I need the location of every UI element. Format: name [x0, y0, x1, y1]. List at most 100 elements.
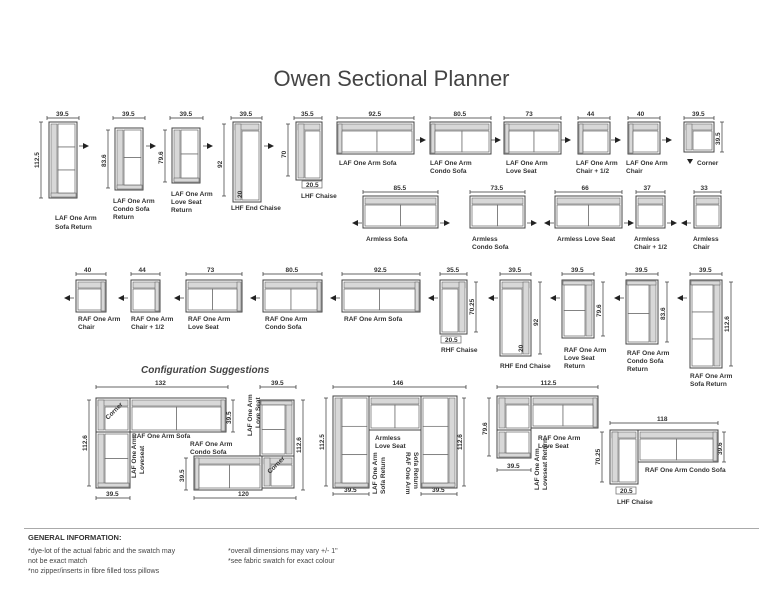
dimension-label: 146: [393, 380, 404, 387]
dim-box: [301, 180, 323, 189]
sofa-cushion: [422, 425, 449, 456]
sofa-arm: [220, 399, 226, 432]
label: Chair: [693, 244, 710, 251]
general-note: not be exact match: [28, 558, 88, 565]
sofa-back: [334, 397, 342, 487]
label: LAF One Arm: [247, 394, 254, 436]
arrow-left-icon: [250, 295, 256, 301]
arrow-right-icon: [495, 137, 501, 143]
label: RAF One Arm Sofa: [132, 433, 191, 440]
dimension-label: 39.5: [240, 111, 253, 118]
label: LAF One Arm: [171, 191, 213, 198]
sofa-cushion: [394, 404, 420, 429]
sofa-arm: [690, 280, 721, 286]
dimension-label: 79.6: [596, 304, 603, 317]
sofa-cushion: [695, 204, 720, 227]
arrow-right-icon: [565, 137, 571, 143]
sofa-cushion: [434, 130, 463, 153]
arrow-left-icon: [614, 295, 620, 301]
label: RAF One Arm Sofa: [344, 316, 403, 323]
dimension-label: 70.25: [595, 448, 602, 465]
sofa-arm: [173, 177, 200, 183]
dimension-label: 39.5: [571, 267, 584, 274]
chaise-back: [458, 281, 466, 333]
chaise-seat: [441, 288, 459, 333]
sofa-cushion: [341, 425, 368, 456]
dimension-label: 120: [238, 491, 249, 498]
label: RAF One Arm: [188, 316, 231, 323]
chaise-seat: [501, 288, 523, 355]
sofa-cushion: [562, 404, 594, 427]
sofa-arm: [316, 281, 322, 312]
arrow-right-icon: [531, 220, 537, 226]
sofa-arm: [236, 281, 242, 312]
dimension-label: 112.6: [296, 437, 303, 453]
sofa-cushion: [261, 404, 286, 430]
sofa-back: [187, 281, 241, 289]
arrow-left-icon: [64, 295, 70, 301]
label: Armless: [375, 435, 401, 442]
label: Love Seat: [171, 199, 203, 206]
dimension-label: 66: [582, 185, 590, 192]
dimension-label: 73: [207, 267, 215, 274]
sofa-cushion: [461, 130, 490, 153]
sofa-cushion: [187, 288, 213, 311]
sofa-cushion: [264, 288, 292, 311]
arrow-right-icon: [150, 143, 156, 149]
sofa-cushion: [123, 157, 142, 186]
label: LHF Chaise: [301, 193, 337, 200]
sofa-cushion: [57, 146, 76, 171]
dimension-label: 73.5: [491, 185, 504, 192]
label: Return: [171, 207, 192, 214]
label: LHF End Chaise: [231, 205, 281, 212]
dimension-label: 70: [281, 150, 288, 158]
arrow-down-icon: [687, 159, 693, 164]
sofa-back: [132, 281, 159, 289]
corner-seat: [692, 130, 713, 151]
sofa-back: [338, 123, 413, 131]
sofa-cushion: [180, 129, 199, 155]
sofa-cushion: [261, 429, 286, 455]
sofa-cushion: [588, 204, 621, 227]
label: Loveseat Return: [542, 439, 549, 490]
sofa-cushion: [229, 464, 261, 489]
dimension-label: 39.5: [432, 487, 445, 494]
arrow-right-icon: [615, 137, 621, 143]
sofa-arm: [414, 281, 420, 312]
corner-back: [685, 123, 693, 151]
dimension-label: 44: [587, 111, 595, 118]
sofa-back: [97, 433, 105, 487]
label: Return: [627, 366, 648, 373]
arrow-left-icon: [428, 295, 434, 301]
arrow-right-icon: [420, 137, 426, 143]
divider: [24, 528, 759, 529]
sofa-cushion: [57, 123, 76, 148]
sofa-arm: [628, 123, 634, 154]
sofa-cushion: [341, 454, 368, 484]
dimension-label: 39.5: [179, 469, 186, 482]
sofa-back: [285, 401, 293, 455]
dimension-label: 70.25: [469, 298, 476, 315]
label: Condo Sofa: [430, 168, 467, 175]
sofa-back: [713, 281, 721, 367]
label: Love Seat: [506, 168, 538, 175]
dimension-label: 92.5: [369, 111, 382, 118]
label: Sofa Return: [380, 457, 387, 494]
chaise-back: [234, 123, 242, 201]
dimension-label: 39.5: [699, 267, 712, 274]
sofa-back: [579, 123, 609, 131]
label: Armless Love Seat: [557, 236, 616, 243]
dimension-label: 39.5: [180, 111, 193, 118]
dimension-label: 83.6: [660, 307, 667, 320]
general-note: *overall dimensions may vary +/- 1": [228, 548, 338, 555]
dimension-label: 39.5: [122, 111, 135, 118]
label: Love Seat: [188, 324, 220, 331]
sofa-cushion: [471, 204, 498, 227]
arrow-left-icon: [544, 220, 550, 226]
sofa-cushion: [131, 406, 177, 431]
sofa-back: [264, 281, 321, 289]
sofa-back: [471, 197, 524, 205]
label: Chair + 1/2: [634, 244, 667, 251]
dimension-label: 112.6: [457, 434, 464, 450]
label: RAF One Arm: [190, 441, 233, 448]
